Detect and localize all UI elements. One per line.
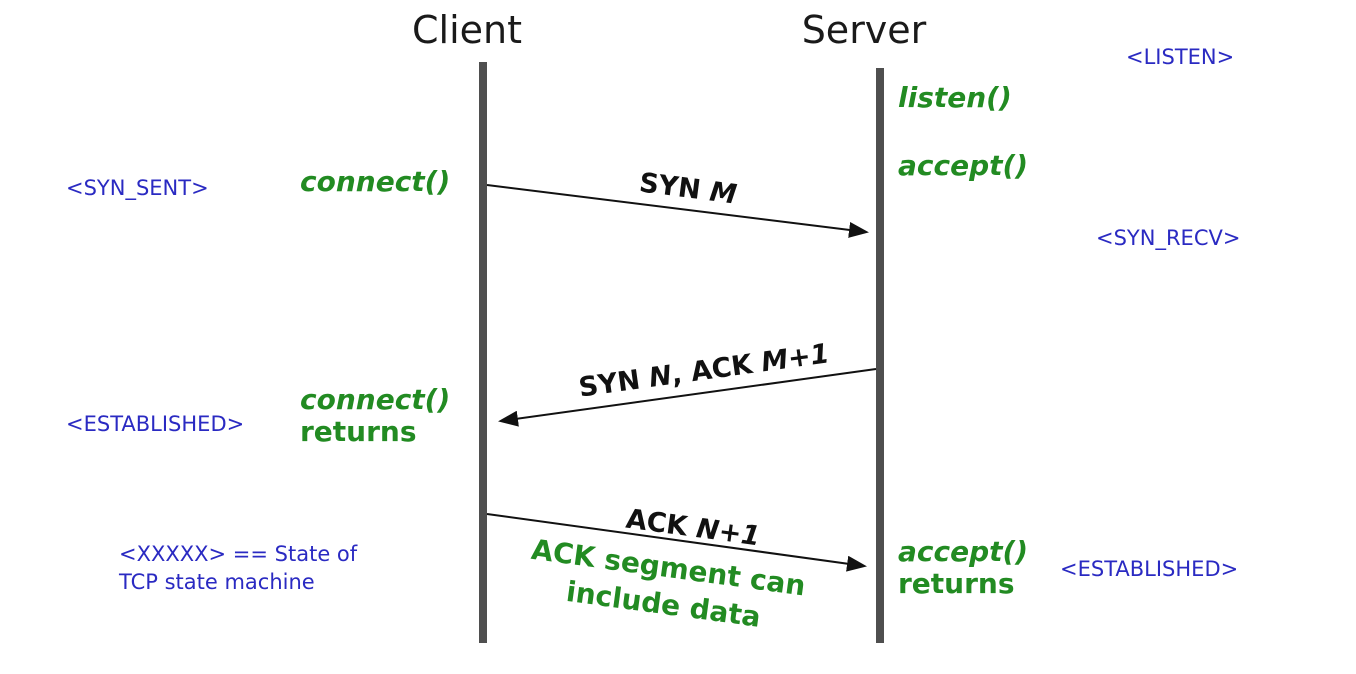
call-accept-returns-line1: accept() bbox=[898, 535, 1029, 568]
state-legend-line2: TCP state machine bbox=[119, 570, 315, 594]
call-accept-returns-line2: returns bbox=[898, 567, 1015, 600]
synack-arrow bbox=[498, 368, 877, 427]
call-connect-returns-line1: connect() bbox=[300, 383, 451, 416]
state-legend-line1: <XXXXX> == State of bbox=[119, 542, 358, 566]
client-title: Client bbox=[411, 8, 523, 52]
state-established-server: <ESTABLISHED> bbox=[1060, 557, 1239, 581]
state-listen: <LISTEN> bbox=[1126, 45, 1235, 69]
server-lifeline bbox=[876, 68, 884, 643]
call-accept-returns: accept() returns bbox=[898, 536, 1028, 600]
client-lifeline bbox=[479, 62, 487, 643]
state-syn-recv: <SYN_RECV> bbox=[1096, 226, 1241, 250]
state-established-client: <ESTABLISHED> bbox=[66, 412, 245, 436]
call-connect-returns: connect() returns bbox=[300, 384, 450, 448]
ack-arrow bbox=[486, 513, 867, 572]
call-connect-returns-line2: returns bbox=[300, 415, 417, 448]
server-title: Server bbox=[801, 8, 927, 52]
syn-label-seq: M bbox=[707, 176, 739, 211]
call-accept: accept() bbox=[898, 149, 1029, 182]
syn-arrow bbox=[486, 184, 869, 238]
call-listen: listen() bbox=[898, 81, 1012, 114]
call-connect: connect() bbox=[300, 165, 451, 198]
state-legend: <XXXXX> == State of TCP state machine bbox=[119, 540, 357, 596]
state-syn-sent: <SYN_SENT> bbox=[66, 176, 209, 200]
